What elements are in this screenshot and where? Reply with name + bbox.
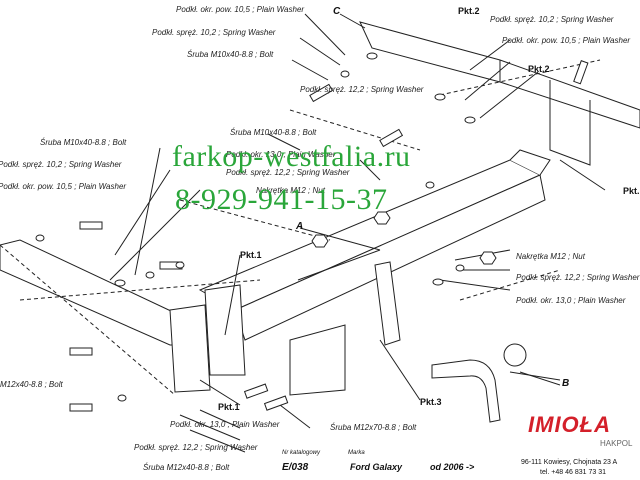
towball — [503, 343, 527, 367]
letter-a-leader — [299, 227, 381, 251]
pkt1-top: Pkt.1 — [240, 250, 262, 260]
washer — [340, 70, 350, 78]
catalog-code: E/038 — [282, 462, 309, 473]
label-mid-spring: Podkł. spręż. 12,2 ; Spring Washer — [300, 85, 424, 94]
letter-c-leader — [339, 13, 366, 29]
pkt-right: Pkt. — [623, 186, 640, 196]
bolt-bot-1 — [69, 403, 93, 412]
model-name: Ford Galaxy — [350, 462, 403, 472]
washer — [464, 116, 476, 124]
washer — [434, 93, 446, 101]
bolt-left-1 — [79, 221, 103, 230]
label-r-spring: Podkł. spręż. 12,2 ; Spring Washer — [516, 273, 640, 282]
make-label: Marka — [348, 450, 365, 456]
axis-lines — [0, 59, 601, 396]
left-plate-2 — [169, 304, 211, 393]
nut — [479, 251, 497, 265]
letter-b: B — [562, 378, 570, 389]
washer — [455, 264, 465, 272]
letter-c: C — [333, 6, 341, 17]
label-m12x70: Śruba M12x70-8.8 ; Bolt — [330, 423, 417, 432]
watermark-phone: 8-929-941-15-37 — [175, 183, 388, 216]
label-top-washer: Podkł. okr. pow. 10,5 ; Plain Washer — [176, 5, 305, 14]
label-bot-spring: Podkł. spręż. 12,2 ; Spring Washer — [134, 443, 258, 452]
company-phone: tel. +48 46 831 73 31 — [540, 469, 606, 476]
catalog-label: Nr katalogowy — [282, 450, 321, 456]
towball-neck — [431, 359, 501, 423]
label-bot-bolt: Śruba M12x40-8.8 ; Bolt — [143, 463, 230, 472]
brand-logo: IMIOŁA — [528, 412, 611, 437]
label-top-spring: Podkł. spręż. 10,2 ; Spring Washer — [152, 28, 276, 37]
label-bot-plain: Podkł. okr. 13,0 ; Plain Washer — [170, 420, 280, 429]
watermark-site: farkop-westfalia.ru — [172, 140, 411, 173]
ball-plate — [289, 324, 346, 396]
left-bracket — [0, 239, 191, 346]
washer — [35, 234, 45, 242]
bolt-right — [573, 60, 589, 85]
label-mid-nut: Nakrętka M12 ; Nut — [256, 186, 325, 195]
label-r-plain: Podkł. okr. 13,0 ; Plain Washer — [516, 296, 626, 305]
label-left-spring: Podkł. spręż. 10,2 ; Spring Washer — [0, 160, 122, 169]
company-address: 96-111 Kowiesy, Chojnata 23 A — [521, 459, 618, 466]
washer — [175, 261, 185, 269]
bolt-top — [309, 83, 334, 103]
label-r-nut: Nakrętka M12 ; Nut — [516, 252, 585, 261]
letter-a: A — [296, 221, 304, 232]
nut — [373, 211, 391, 225]
nut — [311, 234, 329, 248]
main-beam-end — [509, 149, 551, 176]
washer — [425, 181, 435, 189]
washer — [145, 271, 155, 279]
label-left-washer: Podkł. okr. pow. 10,5 ; Plain Washer — [0, 182, 127, 191]
label-right-washer: Podkł. okr. pow. 10,5 ; Plain Washer — [502, 36, 631, 45]
label-left-bolt: Śruba M10x40-8.8 ; Bolt — [40, 138, 127, 147]
washer — [432, 278, 444, 286]
label-mid-plain13: Podkł. okr. 13,0 ; Plain Washer — [226, 150, 336, 159]
label-mid-bolt: Śruba M10x40-8.8 ; Bolt — [230, 128, 317, 137]
letter-b-leader — [519, 371, 561, 386]
pkt2-top: Pkt.2 — [458, 6, 480, 16]
bolt-left-3 — [69, 347, 93, 356]
washer — [114, 279, 126, 287]
pkt2-mid: Pkt.2 — [528, 64, 550, 74]
label-left-bolt12: M12x40-8.8 ; Bolt — [0, 380, 63, 389]
washer — [366, 52, 378, 60]
bolt-bot-2 — [243, 383, 269, 399]
pkt1-bot: Pkt.1 — [218, 402, 240, 412]
label-top-bolt: Śruba M10x40-8.8 ; Bolt — [187, 50, 274, 59]
label-mid-spring2: Podkł. spręż. 12,2 ; Spring Washer — [226, 168, 350, 177]
model-year: od 2006 -> — [430, 462, 475, 472]
pkt3: Pkt.3 — [420, 397, 442, 407]
left-plate — [204, 284, 246, 376]
leader-lines — [109, 13, 606, 453]
bolt-mid — [379, 128, 404, 148]
hanger-bracket — [374, 261, 401, 346]
brand-sub: HAKPOL — [600, 439, 633, 448]
bolt-bot-3 — [263, 395, 289, 411]
washer — [117, 394, 127, 402]
label-right-spring: Podkł. spręż. 10,2 ; Spring Washer — [490, 15, 614, 24]
